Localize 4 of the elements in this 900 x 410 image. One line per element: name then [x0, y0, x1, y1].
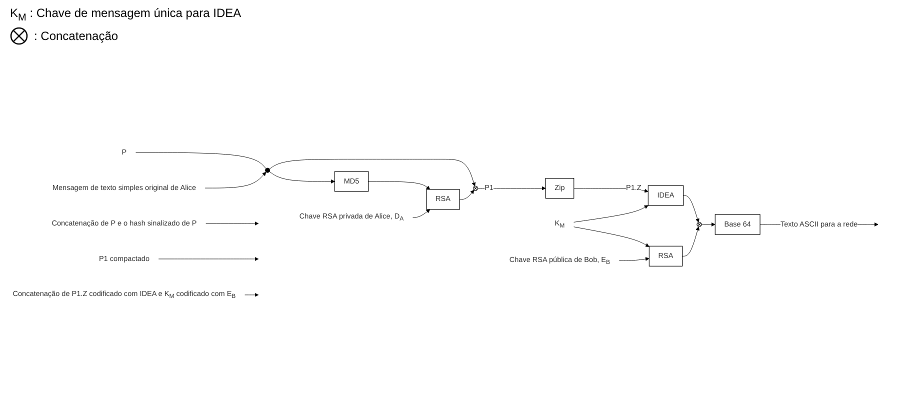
legend-text: : Concatenação: [34, 28, 118, 46]
connector: [136, 152, 266, 170]
node-dot: [265, 168, 270, 174]
legend-text: K$_{M}$ : Chave de mensagem única para IDEA: [10, 5, 242, 26]
